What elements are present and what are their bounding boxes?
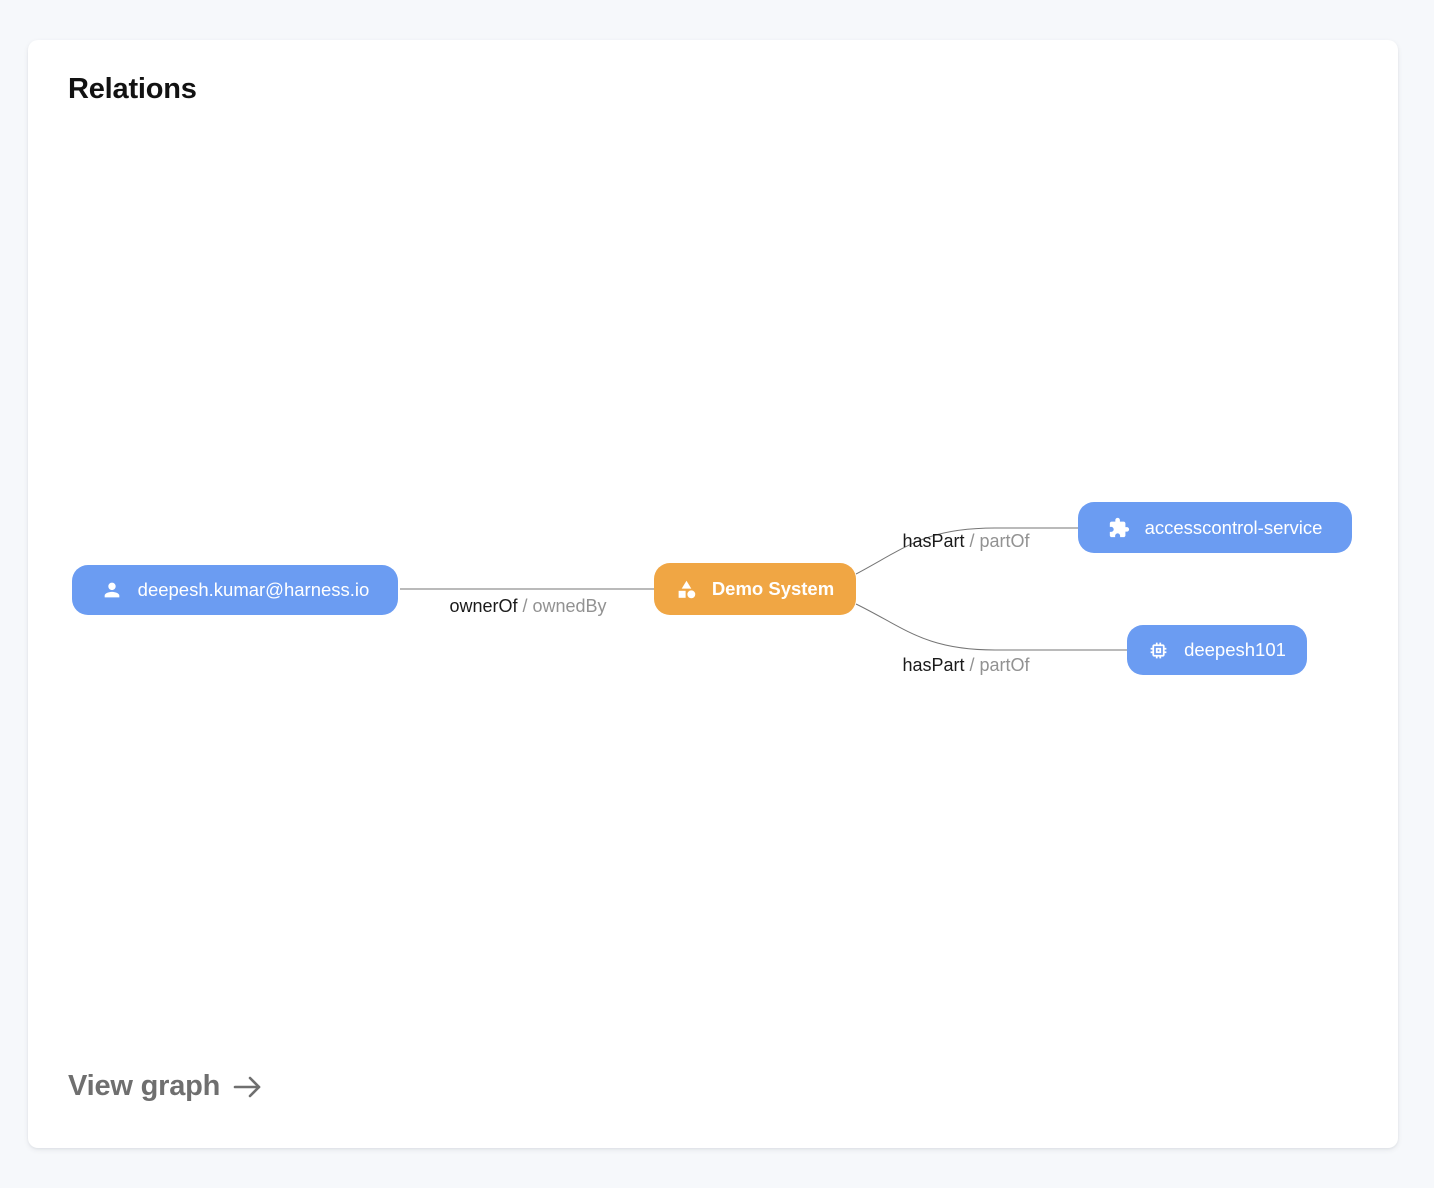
card-title: Relations [68,73,197,105]
view-graph-label: View graph [68,1070,221,1102]
category-icon [678,580,696,598]
node-system[interactable]: Demo System [654,563,856,615]
node-label: Demo System [711,578,835,599]
node-user[interactable]: deepesh.kumar@harness.io [72,565,398,615]
person-icon [104,582,119,598]
relations-graph: ownerOf / ownedBy hasPart / partOf hasPa… [28,40,1398,1148]
node-label: accesscontrol-service [1144,516,1323,538]
edge-label-secondary: / partOf [969,655,1030,675]
edge-system-service [855,527,1078,575]
edge-label-secondary: / partOf [969,531,1030,551]
puzzle-icon [1109,517,1129,537]
edge-label-primary: ownerOf [449,596,518,616]
edge-label-primary: hasPart [902,531,965,551]
graph-edges [400,527,1127,651]
chip-icon [1150,642,1167,658]
node-service[interactable]: accesscontrol-service [1078,502,1352,553]
edge-label-haspart-top: hasPart / partOf [902,531,1029,552]
node-label: deepesh.kumar@harness.io [137,579,370,600]
edge-label-secondary: / ownedBy [522,596,607,616]
relations-card: Relations ownerOf / ownedBy hasPart / pa… [28,40,1398,1148]
edge-label-haspart-bottom: hasPart / partOf [902,655,1029,676]
node-label: deepesh101 [1184,639,1286,660]
arrow-right-icon [233,1076,261,1097]
view-graph-link[interactable]: View graph [68,1070,264,1103]
edge-label-ownerof: ownerOf / ownedBy [449,596,606,617]
edge-system-component [855,603,1127,651]
edge-label-primary: hasPart [902,655,965,675]
node-component[interactable]: deepesh101 [1127,625,1307,675]
